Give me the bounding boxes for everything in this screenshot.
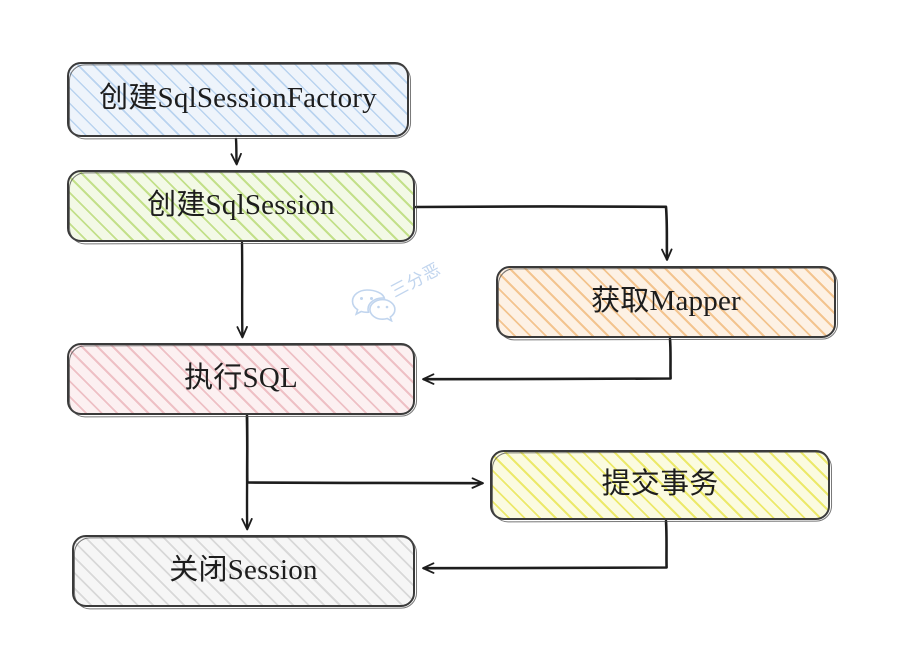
edge-commit-to-close <box>422 519 668 574</box>
node-fill <box>74 537 413 605</box>
node-execute-sql[interactable]: 执行SQL <box>67 343 417 417</box>
node-label: 创建SqlSession <box>147 188 335 221</box>
node-label: 创建SqlSessionFactory <box>99 82 377 114</box>
watermark: 三分恶 <box>340 259 470 332</box>
wechat-icon <box>348 286 400 327</box>
node-label: 提交事务 <box>601 467 719 500</box>
node-fill <box>498 268 834 336</box>
node-commit-transaction[interactable]: 提交事务 <box>490 450 832 522</box>
node-fill <box>69 64 407 135</box>
node-label: 关闭Session <box>169 553 318 586</box>
node-fill <box>69 345 413 413</box>
node-get-mapper[interactable]: 获取Mapper <box>496 266 838 340</box>
node-label: 获取Mapper <box>591 284 741 317</box>
edge-sql-to-commit <box>245 414 484 489</box>
watermark-text: 三分恶 <box>387 259 445 303</box>
node-fill <box>492 452 828 518</box>
node-create-sqlsession[interactable]: 创建SqlSession <box>67 170 417 244</box>
edge-factory-to-session <box>230 137 242 166</box>
edge-session-to-mapper <box>414 205 673 261</box>
edge-mapper-to-sql <box>422 337 672 385</box>
node-label: 执行SQL <box>184 361 298 394</box>
node-create-sqlsessionfactory[interactable]: 创建SqlSessionFactory <box>67 62 411 139</box>
node-fill <box>69 172 413 240</box>
node-close-session[interactable]: 关闭Session <box>72 535 417 609</box>
